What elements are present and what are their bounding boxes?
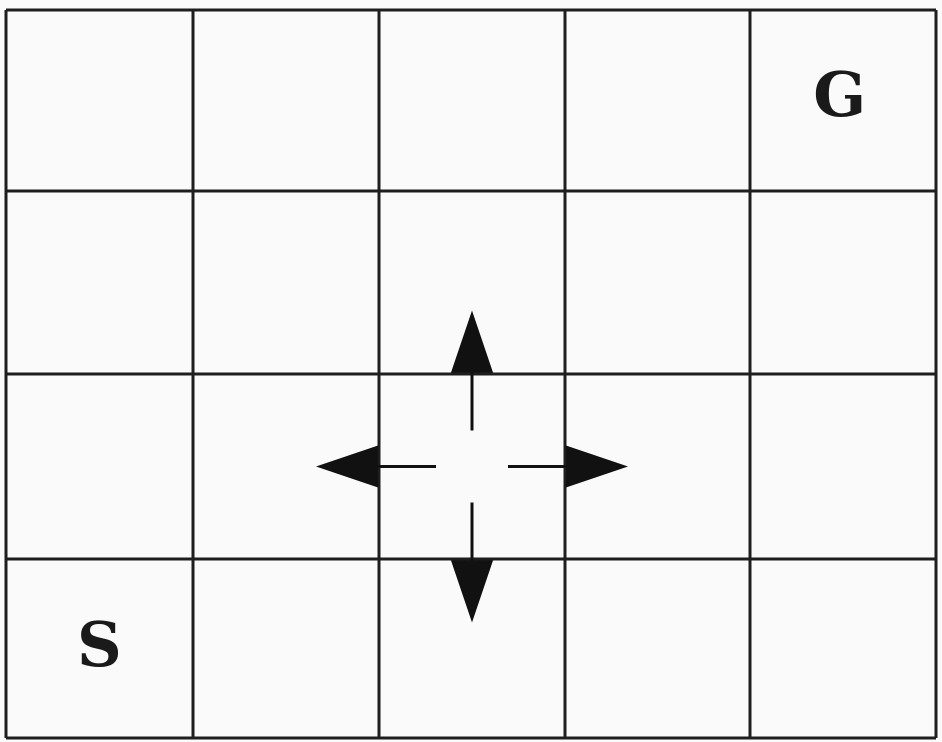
arrow-down-icon (451, 502, 493, 623)
arrow-left-icon (316, 445, 436, 488)
start-label: S (77, 608, 122, 682)
goal-label: G (813, 58, 867, 132)
arrow-right-icon (508, 445, 628, 488)
arrow-up-icon (451, 310, 493, 431)
